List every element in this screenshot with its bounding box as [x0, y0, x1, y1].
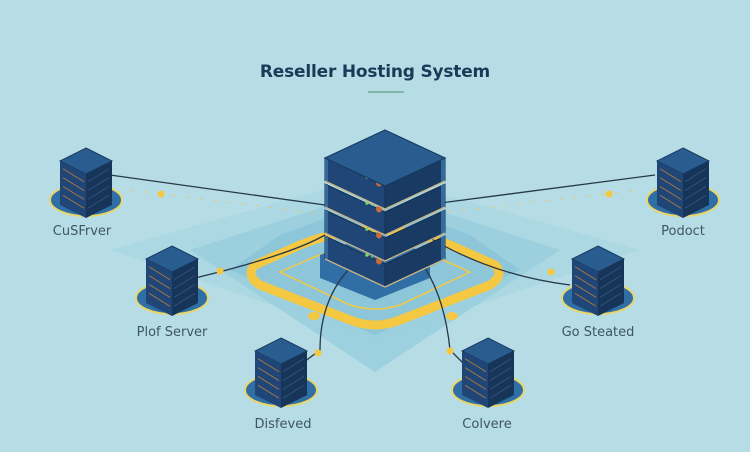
link-podoct — [424, 174, 656, 206]
server-right — [172, 259, 198, 316]
server-unit — [324, 183, 446, 236]
server-right — [281, 351, 307, 408]
status-led-green — [365, 201, 369, 205]
server-unit — [324, 235, 446, 288]
link-cusfrver — [109, 174, 326, 206]
server-left — [60, 161, 86, 218]
server-node-podoct[interactable] — [646, 147, 720, 218]
dashed-links — [129, 189, 641, 216]
server-left — [146, 259, 172, 316]
server-left — [255, 351, 281, 408]
central-server-top — [323, 129, 447, 187]
node-label-podoct: Podoct — [661, 224, 705, 239]
status-led-green — [365, 227, 369, 231]
server-node-colvere[interactable] — [451, 337, 525, 408]
connection-dots — [157, 190, 613, 357]
node-label-plof-server: Plof Server — [136, 325, 208, 340]
server-left — [462, 351, 488, 408]
server-right — [683, 161, 709, 218]
node-label-cusfrver: CuSFrver — [52, 224, 112, 239]
server-node-cusfrver[interactable] — [49, 147, 123, 218]
server-left — [572, 259, 598, 316]
server-right — [598, 259, 624, 316]
server-right — [488, 351, 514, 408]
central-server[interactable] — [323, 129, 447, 288]
server-node-go-steated[interactable] — [561, 245, 635, 316]
satellite-servers — [49, 147, 720, 408]
node-label-colvere: Colvere — [462, 417, 512, 432]
title-underline — [368, 91, 404, 93]
server-node-disfeved[interactable] — [244, 337, 318, 408]
server-node-plof-server[interactable] — [135, 245, 209, 316]
page-title: Reseller Hosting System — [259, 62, 491, 82]
node-label-go-steated: Go Steated — [561, 325, 635, 340]
node-label-disfeved: Disfeved — [254, 417, 312, 432]
link-plof-server — [194, 234, 326, 279]
server-right — [86, 161, 112, 218]
server-left — [657, 161, 683, 218]
status-led-green — [365, 253, 369, 257]
link-disfeved — [299, 267, 351, 366]
